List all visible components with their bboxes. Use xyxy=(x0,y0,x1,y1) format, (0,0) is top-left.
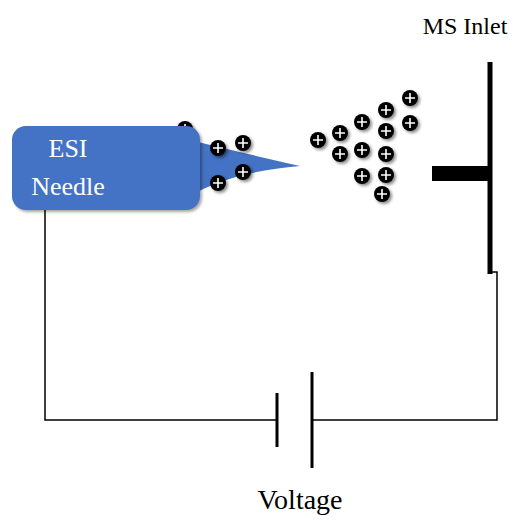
battery-plate xyxy=(276,393,279,447)
charge xyxy=(378,167,394,183)
plus-sign xyxy=(313,135,323,145)
ms-inlet-orifice xyxy=(432,166,490,181)
charge xyxy=(235,164,251,180)
charges xyxy=(177,90,418,202)
plus-sign xyxy=(381,105,391,115)
plus-sign xyxy=(357,171,367,181)
charge xyxy=(402,115,418,131)
plus-sign xyxy=(377,189,387,199)
charge xyxy=(374,186,390,202)
charge xyxy=(402,90,418,106)
plus-sign xyxy=(381,170,391,180)
plus-sign xyxy=(213,178,223,188)
charge xyxy=(378,123,394,139)
plus-sign xyxy=(405,93,415,103)
plus-sign xyxy=(357,117,367,127)
plus-sign xyxy=(213,143,223,153)
inlet-label: MS Inlet xyxy=(423,13,508,40)
plus-sign xyxy=(335,149,345,159)
charge xyxy=(332,146,348,162)
charge xyxy=(378,102,394,118)
wire xyxy=(312,272,497,420)
battery-plate xyxy=(311,372,314,468)
needle-label: ESI Needle xyxy=(12,130,124,206)
charge xyxy=(210,140,226,156)
charge xyxy=(235,135,251,151)
plus-sign xyxy=(405,118,415,128)
wire xyxy=(45,205,277,420)
charge xyxy=(354,142,370,158)
plus-sign xyxy=(238,138,248,148)
esi-needle: ESI Needle xyxy=(12,126,200,210)
voltage-label: Voltage xyxy=(257,484,342,516)
charge xyxy=(354,114,370,130)
plus-sign xyxy=(238,167,248,177)
plus-sign xyxy=(381,126,391,136)
charge xyxy=(378,146,394,162)
plus-sign xyxy=(335,128,345,138)
plus-sign xyxy=(381,149,391,159)
charge xyxy=(310,132,326,148)
plus-sign xyxy=(357,145,367,155)
charge xyxy=(210,175,226,191)
charge xyxy=(354,168,370,184)
charge xyxy=(332,125,348,141)
